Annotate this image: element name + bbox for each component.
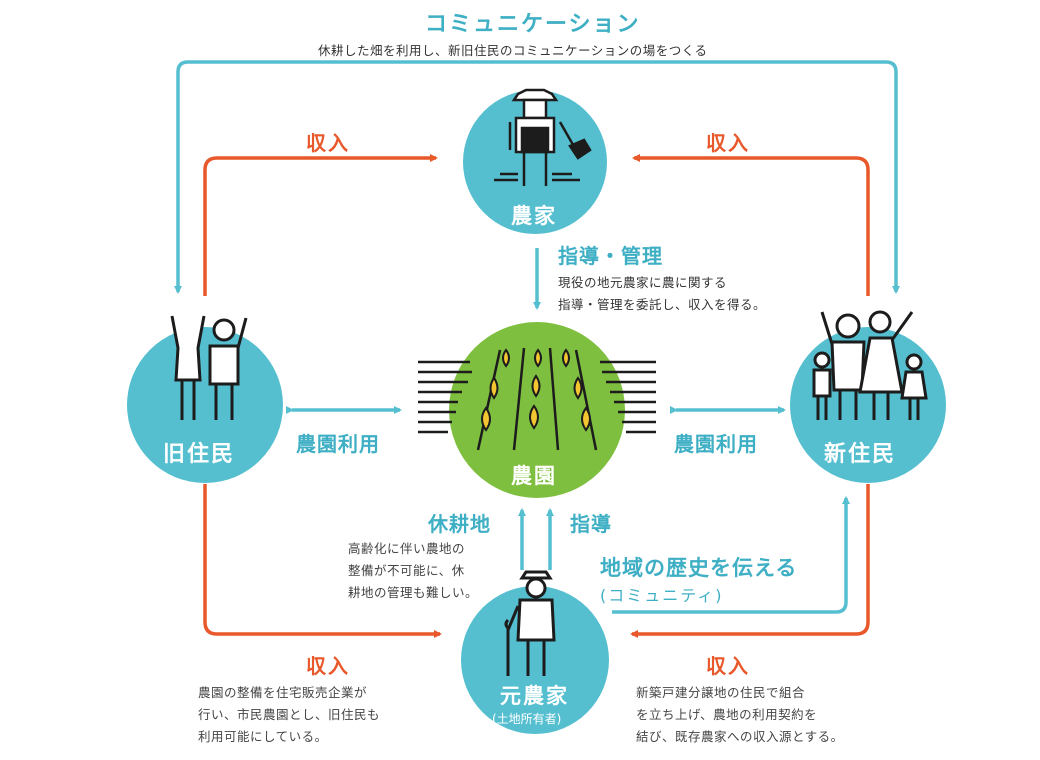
farmer-node bbox=[463, 88, 607, 234]
bottom-right-line-3: 結び、既存農家への収入源とする。 bbox=[636, 729, 844, 744]
leaf-icons bbox=[481, 348, 591, 432]
communication-title: コミュニケーション bbox=[425, 12, 641, 37]
farm-node bbox=[418, 322, 656, 498]
old-residents-node bbox=[127, 315, 283, 483]
fallow-land-note: 高齢化に伴い農地の 整備が不可能に、休 耕地の管理も難しい。 bbox=[348, 538, 508, 604]
income-arrow-bottom-left bbox=[203, 484, 442, 638]
income-label-top-left: 収入 bbox=[306, 131, 350, 155]
farm-label: 農園 bbox=[511, 464, 557, 488]
bottom-left-line-1: 農園の整備を住宅販売企業が bbox=[198, 685, 368, 700]
guidance-management-note: 現役の地元農家に農に関する 指導・管理を委託し、収入を得る。 bbox=[558, 272, 766, 316]
new-residents-label: 新住民 bbox=[824, 442, 897, 467]
income-label-bottom-right: 収入 bbox=[706, 654, 750, 678]
bottom-left-line-2: 行い、市民農園とし、旧住民も bbox=[198, 707, 381, 722]
guidance-label: 指導 bbox=[570, 512, 612, 536]
history-arrow bbox=[612, 496, 850, 614]
fallow-land-line-1: 高齢化に伴い農地の bbox=[348, 541, 466, 556]
old-residents-label: 旧住民 bbox=[163, 442, 236, 467]
guidance-management-title: 指導・管理 bbox=[558, 244, 663, 268]
history-sub: (コミュニティ) bbox=[600, 586, 724, 605]
bottom-left-line-3: 利用可能にしている。 bbox=[198, 729, 328, 744]
income-arrow-bottom-right bbox=[630, 484, 870, 638]
elderly-icon bbox=[504, 570, 556, 676]
communication-arrow-right bbox=[520, 60, 900, 294]
fallow-land-line-3: 耕地の管理も難しい。 bbox=[348, 585, 479, 600]
guidance-management-line-2: 指導・管理を委託し、収入を得る。 bbox=[558, 297, 767, 312]
family-icon bbox=[812, 310, 928, 420]
bottom-left-note: 農園の整備を住宅販売企業が 行い、市民農園とし、旧住民も 利用可能にしている。 bbox=[198, 682, 438, 748]
farmer-icon bbox=[494, 88, 592, 186]
bottom-right-line-2: を立ち上げ、農地の利用契約を bbox=[636, 707, 818, 722]
income-arrow-top-right bbox=[632, 154, 870, 296]
couple-icon bbox=[170, 315, 248, 420]
field-lines-right bbox=[600, 360, 656, 434]
crop-rows bbox=[476, 347, 598, 451]
fallow-land-title: 休耕地 bbox=[428, 512, 491, 536]
communication-arrow-left bbox=[174, 60, 520, 294]
farm-use-label-right: 農園利用 bbox=[674, 432, 758, 456]
field-lines-left bbox=[418, 360, 472, 434]
landowner-sublabel: (土地所有者) bbox=[492, 712, 562, 726]
income-arrow-top-left bbox=[203, 154, 438, 296]
income-label-top-right: 収入 bbox=[706, 131, 750, 155]
bottom-right-line-1: 新築戸建分譲地の住民で組合 bbox=[636, 685, 806, 700]
farmer-label: 農家 bbox=[511, 204, 557, 228]
communication-subtitle: 休耕した畑を利用し、新旧住民のコミュニケーションの場をつくる bbox=[318, 43, 708, 58]
landowner-label: 元農家 bbox=[500, 684, 569, 708]
income-label-bottom-left: 収入 bbox=[306, 654, 350, 678]
fallow-land-line-2: 整備が不可能に、休 bbox=[348, 563, 465, 578]
guidance-management-line-1: 現役の地元農家に農に関する bbox=[558, 275, 728, 290]
farm-use-label-left: 農園利用 bbox=[296, 432, 380, 456]
new-residents-node bbox=[790, 310, 946, 483]
history-title: 地域の歴史を伝える bbox=[600, 556, 798, 580]
bottom-right-note: 新築戸建分譲地の住民で組合 を立ち上げ、農地の利用契約を 結び、既存農家への収入… bbox=[636, 682, 896, 748]
landowner-node bbox=[461, 570, 609, 734]
